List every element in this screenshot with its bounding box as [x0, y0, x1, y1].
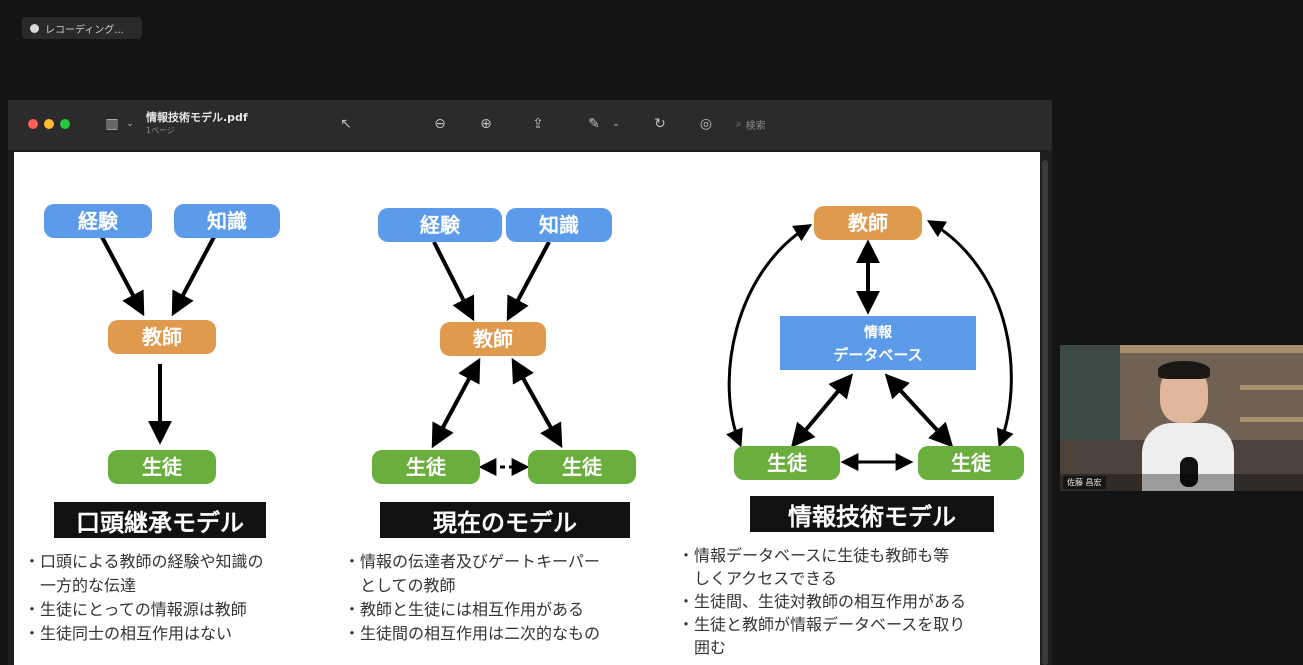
database-label-line1: 情報 — [864, 324, 893, 341]
student-node — [108, 450, 216, 484]
bullet: しくアクセスできる — [678, 569, 837, 588]
document-subtitle: 1ページ — [146, 126, 175, 135]
oral-model-diagram: 経験 知識 教師 生徒 — [44, 204, 280, 484]
bullet: ・生徒同士の相互作用はない — [24, 624, 233, 643]
slide-diagram: 経験 知識 教師 生徒 経験 知識 教師 — [44, 204, 1024, 484]
knowledge-node — [174, 204, 280, 238]
chevron-down-icon[interactable]: ⌄ — [126, 119, 134, 129]
recording-label: レコーディング... — [45, 24, 124, 36]
bullet: としての教師 — [344, 576, 456, 595]
database-label-line2: データベース — [833, 346, 922, 364]
search-placeholder: 検索 — [745, 120, 766, 132]
student-left-node-3 — [734, 446, 840, 480]
search-field[interactable]: ⌕ 検索 — [736, 114, 796, 134]
sidebar-toggle-icon[interactable]: ▥ — [105, 116, 119, 132]
arrow-database-student-right — [884, 373, 954, 448]
pdf-page: 経験 知識 教師 生徒 経験 知識 教師 — [14, 152, 1040, 665]
webcam-video[interactable] — [1060, 345, 1303, 491]
teacher-node-2 — [440, 322, 546, 356]
bullet: ・生徒間の相互作用は二次的なもの — [344, 624, 601, 643]
rotate-icon[interactable]: ↻ — [654, 116, 666, 132]
arrow-teacher-student-right-curve — [926, 220, 1014, 448]
teacher-label-2: 教師 — [473, 327, 513, 351]
zoom-in-icon[interactable]: ⊕ — [480, 116, 492, 132]
arrow-teacher-student-left-curve — [726, 224, 813, 448]
oral-model-heading: 口頭継承モデル — [54, 502, 266, 538]
teacher-label: 教師 — [142, 325, 182, 349]
title-bar: ▥ ⌄ 情報技術モデル.pdf 1ページ ↖ ⊖ ⊕ ⇪ ✎ ⌄ ↻ ◎ ⌕ 検… — [8, 100, 1052, 150]
knowledge-label-2: 知識 — [539, 213, 579, 237]
microphone — [1180, 457, 1198, 487]
markup-chevron-icon[interactable]: ⌄ — [612, 119, 620, 129]
close-window-button[interactable] — [28, 119, 38, 129]
arrow-experience-to-teacher — [100, 236, 145, 317]
arrow-knowledge-to-teacher — [171, 236, 216, 317]
zoom-window-button[interactable] — [60, 119, 70, 129]
participant-name: 佐藤 昌宏 — [1063, 476, 1106, 489]
experience-label: 経験 — [78, 209, 119, 233]
bullet: ・生徒にとっての情報源は教師 — [24, 600, 247, 619]
it-model-diagram: 教師 情報 データベース 生徒 生徒 — [726, 206, 1024, 480]
teacher-node-3 — [814, 206, 922, 240]
student-left-node-2 — [372, 450, 480, 484]
minimize-window-button[interactable] — [44, 119, 54, 129]
it-model-description: ・情報データベースに生徒も教師も等 しくアクセスできる ・生徒間、生徒対教師の相… — [678, 544, 966, 659]
bullet: ・生徒と教師が情報データベースを取り — [678, 615, 966, 634]
share-icon[interactable]: ⇪ — [532, 116, 544, 132]
bullet: ・口頭による教師の経験や知識の — [24, 552, 264, 571]
pdf-viewer-window: ▥ ⌄ 情報技術モデル.pdf 1ページ ↖ ⊖ ⊕ ⇪ ✎ ⌄ ↻ ◎ ⌕ 検… — [8, 100, 1052, 665]
teacher-label-3: 教師 — [848, 211, 888, 235]
current-model-diagram: 経験 知識 教師 生徒 生徒 — [372, 208, 636, 484]
annotate-icon[interactable]: ◎ — [699, 116, 713, 132]
experience-label-2: 経験 — [420, 213, 461, 237]
zoom-out-icon[interactable]: ⊖ — [434, 116, 446, 132]
current-model-heading: 現在のモデル — [380, 502, 630, 538]
arrow-experience-to-teacher-2 — [432, 241, 475, 322]
experience-node-2 — [378, 208, 502, 242]
student-label: 生徒 — [142, 455, 183, 479]
scrollbar[interactable] — [1042, 160, 1048, 665]
bullet: 一方的な伝達 — [24, 576, 137, 595]
knowledge-label: 知識 — [207, 209, 247, 233]
arrow-database-student-left — [790, 373, 854, 448]
arrow-teacher-student-left — [431, 357, 481, 449]
current-model-description: ・情報の伝達者及びゲートキーパー としての教師 ・教師と生徒には相互作用がある … — [344, 550, 600, 646]
arrow-knowledge-to-teacher-2 — [506, 241, 551, 322]
oral-model-description: ・口頭による教師の経験や知識の 一方的な伝達 ・生徒にとっての情報源は教師 ・生… — [24, 550, 264, 646]
it-model-heading: 情報技術モデル — [750, 496, 994, 532]
student-left-label-2: 生徒 — [406, 455, 447, 479]
bullet: ・情報の伝達者及びゲートキーパー — [344, 552, 600, 571]
bullet: ・情報データベースに生徒も教師も等 — [678, 546, 950, 565]
arrow-teacher-student-right — [511, 357, 563, 449]
knowledge-node-2 — [506, 208, 612, 242]
database-node — [780, 316, 976, 370]
student-right-node-3 — [918, 446, 1024, 480]
bullet: ・教師と生徒には相互作用がある — [344, 600, 585, 619]
teacher-node — [108, 320, 216, 354]
pointer-icon[interactable]: ↖ — [340, 116, 352, 132]
record-icon — [30, 23, 39, 33]
bullet: ・生徒間、生徒対教師の相互作用がある — [678, 592, 967, 611]
document-title: 情報技術モデル.pdf — [146, 111, 248, 124]
search-icon: ⌕ — [736, 118, 742, 130]
student-right-label-2: 生徒 — [562, 455, 603, 479]
experience-node — [44, 204, 152, 238]
student-right-node-2 — [528, 450, 636, 484]
recording-indicator[interactable]: レコーディング... — [22, 17, 142, 39]
student-right-label-3: 生徒 — [951, 451, 992, 475]
bullet: 囲む — [678, 638, 727, 657]
student-left-label-3: 生徒 — [767, 451, 808, 475]
markup-pen-icon[interactable]: ✎ — [588, 116, 600, 132]
